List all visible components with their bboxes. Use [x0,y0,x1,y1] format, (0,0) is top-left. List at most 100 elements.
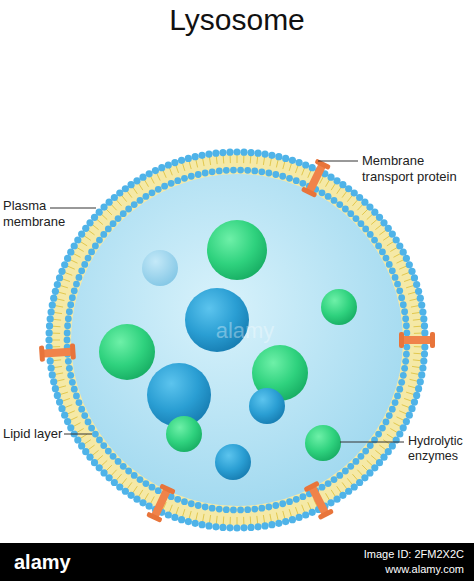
lipid-head [143,480,150,487]
lipid-head [411,274,418,281]
lipid-head [64,337,71,344]
lipid-head [367,442,374,449]
footer-logo: alamy [14,550,104,574]
lipid-tail [352,200,357,206]
lipid-tail [57,299,65,301]
lipid-tail [295,507,298,515]
lipid-tails [52,155,422,525]
lipid-head [202,504,209,511]
lipid-tail [412,366,420,367]
lipid-head [327,174,334,181]
lipid-head [155,186,162,193]
lipid-head [393,436,400,443]
lipid-head [286,498,293,505]
lipid-head [420,357,427,364]
lipid-head [393,236,400,243]
lipid-head [73,281,80,288]
lipid-head [185,518,192,525]
lipid-head [195,502,202,509]
lipid-head [100,231,107,238]
lipid-tail [53,319,61,321]
lipid-tail [326,180,330,187]
lipid-head [202,170,209,177]
lipid-tail [139,490,143,497]
lipid-head [66,308,73,315]
lipid-tail [58,292,66,294]
lipid-tail [84,236,91,241]
lipid-tail [157,173,160,180]
lipid-head [358,220,365,227]
lipid-head [161,183,168,190]
lipid-tail [189,511,191,519]
lipid-head [49,301,56,308]
lipid-head [96,237,103,244]
lipid-head [295,514,302,521]
lipid-head [115,215,122,222]
lipid-head [133,496,140,503]
lipid-tail [408,292,416,294]
lipid-head [165,511,172,518]
lipid-head [174,177,181,184]
lipid-tail [52,333,60,334]
lipid-head [400,249,407,256]
lipid-head [244,167,251,174]
lipid-head [230,167,237,174]
lipid-head [149,484,156,491]
lipid-head [125,468,132,475]
lipid-head [396,386,403,393]
lipid-head [188,173,195,180]
lipid-head [362,226,369,233]
lipid-head [50,295,57,302]
lipid-head [272,502,279,509]
lipid-head [333,496,340,503]
lipid-head [209,168,216,175]
lipid-head [226,149,233,156]
lipid-tail [53,326,61,328]
lipid-head [240,149,247,156]
lipid-tail [97,219,103,224]
lipid-head [261,522,268,529]
lipid-head [105,226,112,233]
lipid-head [398,379,405,386]
lipid-head [219,524,226,531]
lipid-tail [97,455,103,460]
lipid-tail [399,266,406,269]
lipid-head [389,406,396,413]
lipid-head [265,504,272,511]
lipid-tail [295,165,298,173]
lipid-head [375,243,382,250]
lipid-head [336,472,343,479]
lipid-tail [357,470,362,476]
lipid-head [171,514,178,521]
lipid-head [261,150,268,157]
lipid-head [168,180,175,187]
lipid-tail [55,306,63,307]
lipid-tail [62,279,70,282]
lipid-head [268,152,275,159]
part-label: Membrane transport protein [362,153,462,184]
lipid-head [237,507,244,514]
lipid-head [115,458,122,465]
lipid-head [223,506,230,513]
lipid-tail [276,160,278,168]
lipid-head [415,385,422,392]
lipid-head [268,521,275,528]
lipid-head [401,308,408,315]
lipid-tail [331,490,335,497]
lipid-tail [256,156,258,164]
lipid-head [92,243,99,250]
lipid-tail [337,486,342,493]
lipid-head [47,364,54,371]
lipid-head [76,399,83,406]
lipid-head [67,372,74,379]
lipid-head [403,255,410,262]
lipid-tail [73,254,80,258]
lipid-head [417,378,424,385]
lipid-tail [412,312,420,313]
lipid-tail [196,513,198,521]
lipid-tail [116,474,121,480]
lipid-head [92,431,99,438]
lipid-head [419,364,426,371]
lipid-tail [406,285,414,287]
lipid-tail [65,272,72,275]
